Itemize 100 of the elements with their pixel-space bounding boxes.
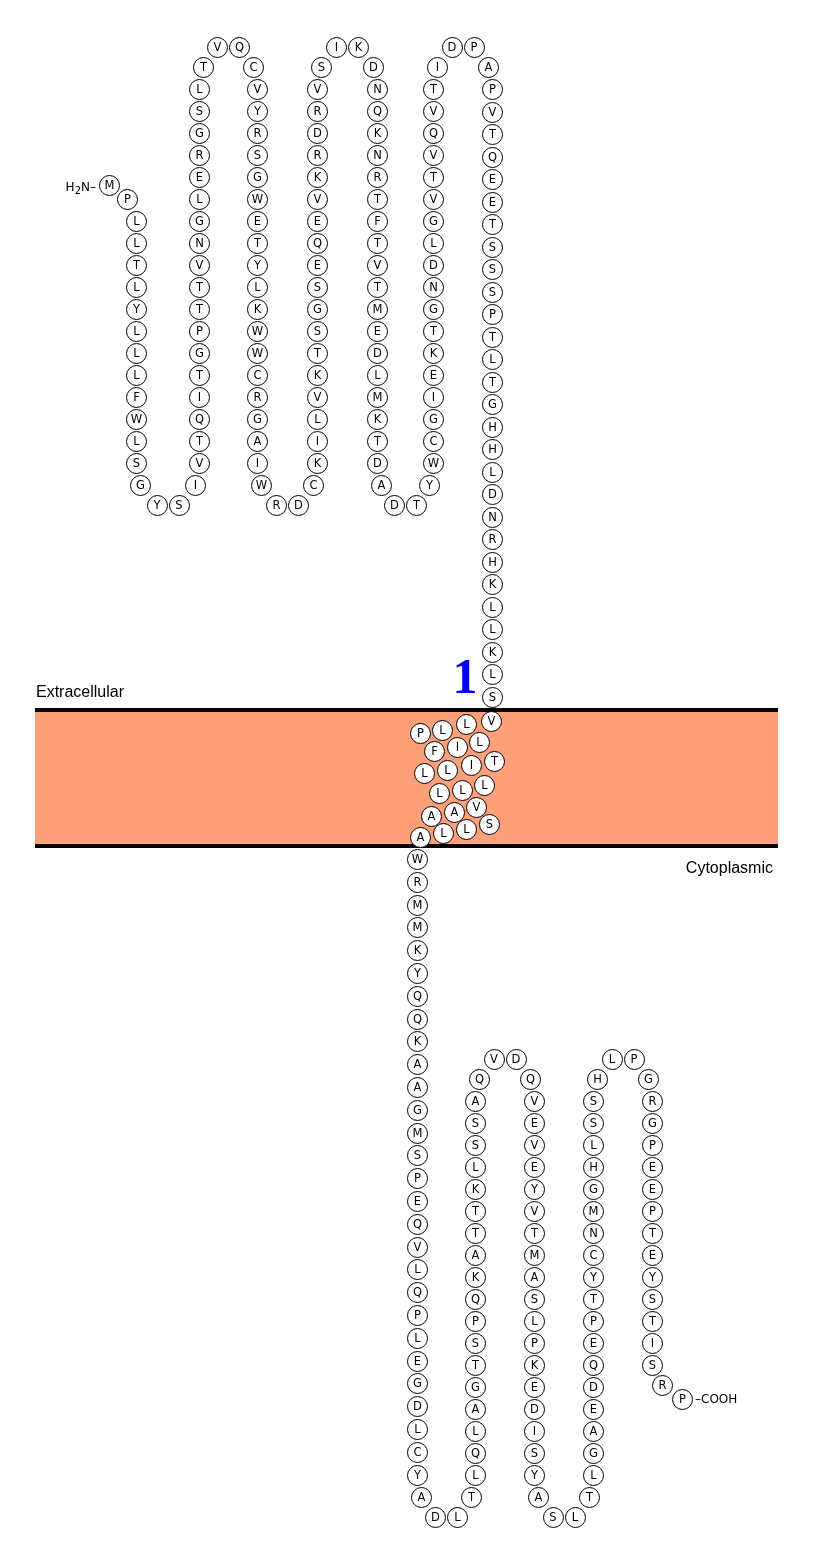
residue-circle: C	[247, 365, 268, 386]
residue-circle: T	[367, 431, 388, 452]
residue-circle: E	[642, 1245, 663, 1266]
residue-circle: E	[189, 167, 210, 188]
residue-circle: G	[465, 1377, 486, 1398]
residue-circle: N	[367, 145, 388, 166]
residue-circle: H	[482, 439, 503, 460]
residue-circle: A	[465, 1399, 486, 1420]
residue-circle: E	[583, 1333, 604, 1354]
residue-circle: L	[126, 233, 147, 254]
residue-circle: G	[189, 123, 210, 144]
residue-circle: L	[601, 1049, 623, 1070]
residue-circle: V	[407, 1236, 428, 1258]
residue-circle: D	[505, 1049, 527, 1070]
residue-circle: Y	[146, 495, 168, 516]
residue-circle: R	[367, 167, 388, 188]
residue-circle: H	[482, 551, 503, 573]
residue-circle: Q	[482, 146, 503, 168]
residue-circle: M	[524, 1245, 545, 1266]
residue-circle: H	[583, 1157, 604, 1178]
residue-circle: I	[326, 37, 347, 58]
residue-circle: S	[407, 1145, 428, 1167]
residue-circle: R	[652, 1375, 673, 1396]
residue-circle: A	[583, 1421, 604, 1442]
residue-circle: V	[307, 189, 328, 210]
residue-circle: T	[583, 1289, 604, 1310]
residue-circle: V	[483, 1049, 505, 1070]
residue-circle: Q	[229, 37, 250, 58]
residue-circle: L	[583, 1465, 604, 1486]
residue-circle: M	[583, 1201, 604, 1222]
residue-circle: Q	[465, 1289, 486, 1310]
residue-circle: Q	[407, 985, 428, 1007]
residue-circle: T	[307, 343, 328, 364]
residue-circle: K	[482, 574, 503, 595]
residue-circle: N	[367, 79, 388, 100]
residue-circle: G	[189, 343, 210, 364]
residue-circle: V	[307, 79, 328, 100]
residue-circle: K	[465, 1267, 486, 1288]
residue-circle: R	[247, 123, 268, 144]
residue-circle: T	[482, 214, 503, 235]
residue-circle: T	[642, 1311, 663, 1332]
residue-circle: L	[564, 1507, 586, 1528]
residue-circle: L	[482, 349, 503, 370]
residue-circle: L	[407, 1419, 428, 1440]
residue-circle: D	[482, 484, 503, 505]
residue-circle: M	[367, 299, 388, 320]
residue-circle: D	[307, 123, 328, 144]
residue-circle: R	[247, 387, 268, 408]
residue-circle: W	[126, 409, 147, 430]
residue-circle: Q	[469, 1069, 490, 1090]
residue-circle: P	[482, 304, 503, 325]
residue-circle: T	[465, 1355, 486, 1376]
residue-circle: T	[189, 277, 210, 298]
residue-circle: L	[247, 277, 268, 298]
residue-circle: V	[247, 79, 268, 100]
residue-circle: S	[583, 1113, 604, 1134]
residue-circle: Q	[423, 123, 444, 144]
residue-circle: S	[482, 686, 503, 708]
residue-circle: G	[423, 299, 444, 320]
residue-circle: L	[524, 1311, 545, 1332]
residue-circle: G	[583, 1179, 604, 1200]
residue-circle: I	[423, 387, 444, 408]
residue-circle: I	[427, 57, 448, 78]
residue-circle: R	[307, 101, 328, 122]
residue-circle: S	[524, 1289, 545, 1310]
residue-circle: T	[423, 321, 444, 342]
residue-circle: G	[423, 211, 444, 232]
residue-circle: C	[407, 1441, 428, 1463]
residue-circle: S	[642, 1355, 663, 1376]
residue-circle: P	[524, 1333, 545, 1354]
residue-circle: M	[99, 175, 120, 196]
residue-circle: A	[407, 1054, 428, 1076]
residue-circle: E	[524, 1113, 545, 1134]
residue-circle: W	[251, 475, 272, 496]
residue-circle: P	[189, 321, 210, 342]
residue-circle: E	[583, 1399, 604, 1420]
residue-circle: G	[423, 409, 444, 430]
residue-circle: P	[407, 1305, 428, 1326]
residue-circle: E	[642, 1179, 663, 1200]
residue-circle: T	[189, 365, 210, 386]
residue-circle: V	[423, 101, 444, 122]
residue-circle: C	[243, 57, 264, 78]
residue-circle: Y	[247, 255, 268, 276]
residue-circle: G	[642, 1113, 663, 1134]
residue-circle: Q	[520, 1069, 541, 1090]
residue-circle: D	[423, 255, 444, 276]
residue-circle: P	[463, 37, 485, 58]
residue-circle: E	[482, 191, 503, 213]
residue-circle: P	[407, 1168, 428, 1190]
residue-circle: T	[465, 1201, 486, 1222]
residue-circle: Q	[307, 233, 328, 254]
residue-circle: T	[193, 57, 214, 78]
residue-circle: L	[482, 461, 503, 483]
residue-circle: S	[542, 1507, 564, 1528]
residue-circle: I	[247, 453, 268, 474]
residue-circle: L	[407, 1259, 428, 1281]
residue-circle: S	[642, 1289, 663, 1310]
residue-circle: K	[367, 123, 388, 144]
residue-circle: T	[461, 1487, 482, 1508]
residue-circle: R	[642, 1091, 663, 1112]
